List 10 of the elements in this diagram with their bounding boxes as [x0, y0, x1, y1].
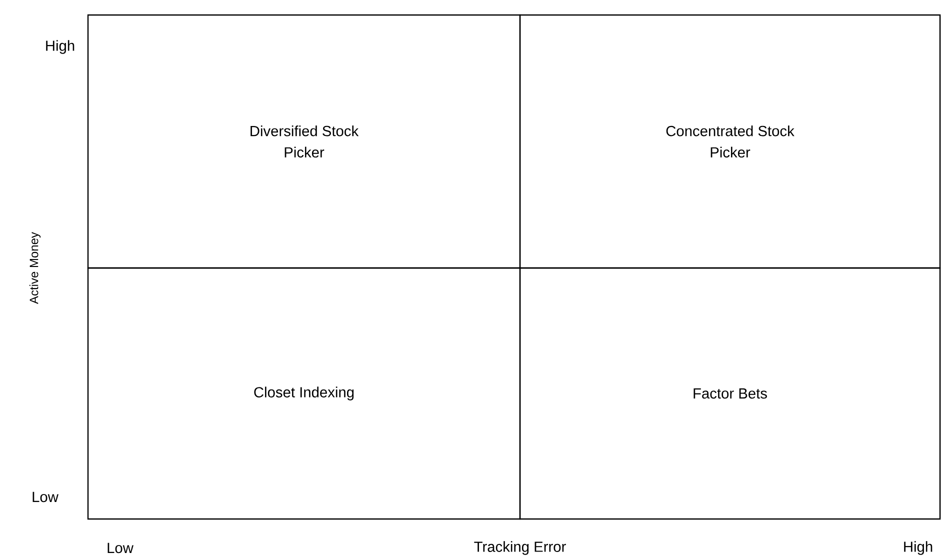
quadrant-box: Concentrated Stock Picker [519, 14, 941, 269]
axis-label: High [46, 40, 74, 54]
quadrant-box: Closet Indexing [87, 267, 521, 520]
quadrant-box: Diversified Stock Picker [87, 14, 521, 269]
axis-label: Low [32, 492, 58, 502]
quadrant-box: Factor Bets [519, 267, 941, 520]
axis-label: Low [108, 542, 134, 554]
axis-title: Active Money [29, 232, 41, 304]
axis-label: High [904, 541, 932, 555]
axis-title: Tracking Error [474, 541, 566, 555]
